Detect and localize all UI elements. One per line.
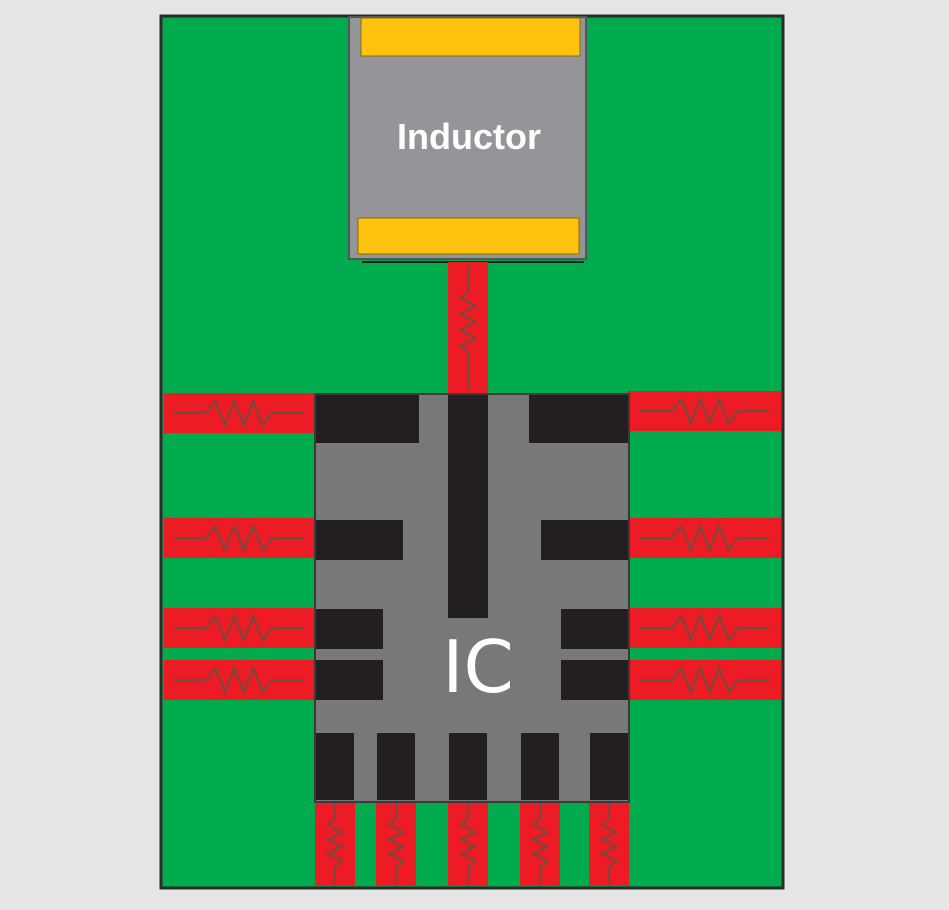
resistor-zigzag xyxy=(640,613,770,643)
ic-pad-bottom-3 xyxy=(449,733,487,800)
resistor-right-4 xyxy=(640,665,770,695)
resistor-bottom-4 xyxy=(530,804,550,884)
resistor-zigzag xyxy=(640,396,770,426)
ic-pad-bottom-4 xyxy=(521,733,559,800)
resistor-zigzag xyxy=(640,665,770,695)
resistor-left-2 xyxy=(174,523,304,553)
resistor-bottom-3 xyxy=(458,804,478,884)
ic-pad-left-4 xyxy=(316,660,383,700)
ic-pad-right-4 xyxy=(561,660,628,700)
ic-label: IC xyxy=(442,625,514,709)
resistor-zigzag xyxy=(174,613,304,643)
resistor-zigzag xyxy=(174,523,304,553)
resistor-zigzag xyxy=(458,804,478,884)
ic-pad-bottom-5 xyxy=(590,733,628,800)
ic-pad-bottom-1 xyxy=(316,733,354,800)
resistor-left-1 xyxy=(174,398,304,428)
ic-pad-center-vertical xyxy=(448,395,488,618)
resistor-right-3 xyxy=(640,613,770,643)
ic-pad-bottom-2 xyxy=(377,733,415,800)
inductor-bottom-pad xyxy=(357,217,580,255)
resistor-zigzag xyxy=(325,804,345,884)
inductor: Inductor xyxy=(348,16,587,263)
ic-pad-top-right xyxy=(529,395,628,443)
resistor-bottom-1 xyxy=(325,804,345,884)
resistor-zigzag xyxy=(599,804,619,884)
trace-inductor-to-ic xyxy=(448,262,488,394)
ic-pad-left-2 xyxy=(316,520,403,560)
resistor-left-4 xyxy=(174,665,304,695)
resistor-zigzag xyxy=(174,398,304,428)
resistor-zigzag xyxy=(458,291,478,353)
ic-pad-top-left xyxy=(316,395,419,443)
ic-package: IC xyxy=(314,393,630,803)
resistor-zigzag xyxy=(386,804,406,884)
ic-pad-right-3 xyxy=(561,609,628,649)
resistor-right-2 xyxy=(640,523,770,553)
resistor-zigzag xyxy=(530,804,550,884)
resistor-zigzag xyxy=(174,665,304,695)
resistor-zigzag xyxy=(640,523,770,553)
resistor-bottom-2 xyxy=(386,804,406,884)
resistor-bottom-5 xyxy=(599,804,619,884)
resistor-left-3 xyxy=(174,613,304,643)
ic-pad-right-2 xyxy=(541,520,628,560)
resistor-symbols xyxy=(174,396,770,884)
ic-pad-left-3 xyxy=(316,609,383,649)
inductor-top-pad xyxy=(360,17,581,57)
inductor-label: Inductor xyxy=(397,116,541,157)
resistor-right-1 xyxy=(640,396,770,426)
